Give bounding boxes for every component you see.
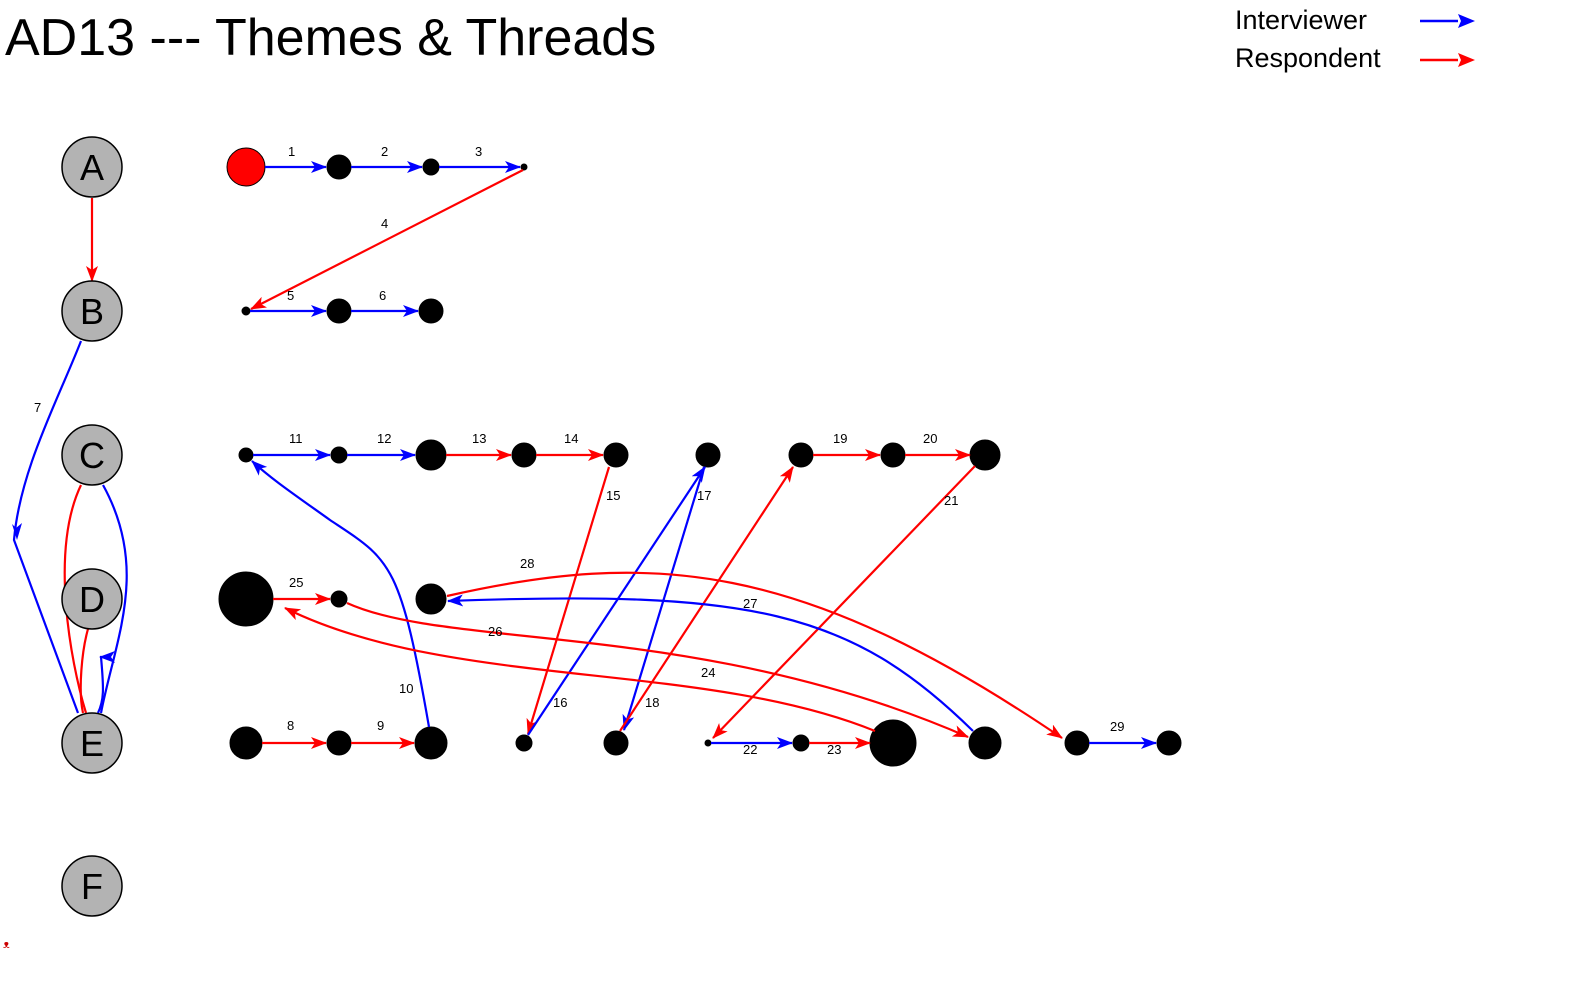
thread-edge-label-4: 4: [381, 216, 388, 231]
thread-edge-label-19: 19: [833, 431, 847, 446]
thread-edge-17: [622, 466, 706, 731]
theme-node-a: [61, 136, 123, 198]
thread-node: [415, 583, 447, 615]
theme-node-e: [61, 712, 123, 774]
thread-node: [869, 719, 917, 767]
theme-label-d: D: [79, 579, 105, 620]
thread-start-node: [226, 147, 266, 187]
thread-edge-15: [526, 466, 611, 735]
thread-node: [515, 734, 533, 752]
thread-node: [1064, 730, 1090, 756]
thread-edge-label-5: 5: [287, 288, 294, 303]
theme-edge-e-d-interviewer: [97, 651, 115, 714]
legend-arrows: [1420, 14, 1475, 67]
thread-edge-26: [346, 601, 969, 739]
thread-edge-label-28: 28: [520, 556, 534, 571]
theme-label-e: E: [80, 723, 104, 764]
thread-node: [520, 163, 528, 171]
thread-edge-16: [527, 466, 706, 736]
thread-node: [238, 447, 254, 463]
theme-edge-e-d-respondent: [79, 628, 90, 714]
thread-edge-label-23: 23: [827, 742, 841, 757]
legend-label-respondent: Respondent: [1235, 43, 1381, 73]
legend-label-interviewer: Interviewer: [1235, 5, 1368, 35]
thread-edge-label-26: 26: [488, 624, 502, 639]
page-title: AD13 --- Themes & Threads: [5, 9, 657, 67]
thread-node: [969, 439, 1001, 471]
theme-node-d: [61, 568, 123, 630]
thread-edge-label-10: 10: [399, 681, 413, 696]
thread-node: [511, 442, 537, 468]
thread-edge-label-6: 6: [379, 288, 386, 303]
theme-edge-b-e-interviewer: [12, 340, 83, 714]
theme-label-c: C: [79, 435, 105, 476]
thread-node: [414, 726, 448, 760]
legend-arrowhead-respondent: [1458, 53, 1475, 67]
thread-edge-18: [619, 466, 794, 732]
thread-edge-label-11: 11: [289, 431, 303, 446]
thread-edge-label-2: 2: [381, 144, 388, 159]
thread-node: [326, 730, 352, 756]
thread-node: [788, 442, 814, 468]
thread-edge-label-14: 14: [564, 431, 578, 446]
thread-edge-label-27: 27: [743, 596, 757, 611]
thread-edge-label-29: 29: [1110, 719, 1124, 734]
thread-node: [326, 298, 352, 324]
corner-mark-icon: ᴥ: [3, 938, 10, 951]
thread-edge-10: [251, 460, 431, 728]
thread-edge-label-15: 15: [606, 488, 620, 503]
thread-node: [704, 739, 712, 747]
thread-edge-24: [284, 607, 876, 733]
thread-edge-label-21: 21: [944, 493, 958, 508]
thread-edge-label-13: 13: [472, 431, 486, 446]
thread-edge-21: [712, 465, 976, 739]
theme-label-a: A: [80, 147, 104, 188]
thread-node: [422, 158, 440, 176]
theme-edge-e-c-interviewer: [99, 484, 128, 714]
theme-edge-b-e-arrowhead: [12, 523, 22, 540]
thread-node: [330, 590, 348, 608]
thread-node: [218, 571, 274, 627]
thread-edge-label-18: 18: [645, 695, 659, 710]
thread-edge-28: [446, 571, 1063, 739]
theme-edge-label-7: 7: [34, 400, 41, 415]
thread-node: [968, 726, 1002, 760]
thread-node: [695, 442, 721, 468]
thread-node: [603, 442, 629, 468]
thread-node: [603, 730, 629, 756]
thread-node: [880, 442, 906, 468]
thread-edge-label-12: 12: [377, 431, 391, 446]
theme-node-f: [61, 855, 123, 917]
legend-arrowhead-interviewer: [1458, 14, 1475, 28]
thread-edge-4: [250, 169, 524, 310]
thread-node: [418, 298, 444, 324]
theme-node-c: [61, 424, 123, 486]
thread-node: [415, 439, 447, 471]
thread-edge-label-1: 1: [288, 144, 295, 159]
thread-edge-label-9: 9: [377, 718, 384, 733]
thread-edge-label-25: 25: [289, 575, 303, 590]
thread-edge-27: [447, 594, 974, 732]
thread-edge-label-16: 16: [553, 695, 567, 710]
thread-node: [330, 446, 348, 464]
theme-label-f: F: [81, 866, 103, 907]
thread-node: [1156, 730, 1182, 756]
thread-edge-label-20: 20: [923, 431, 937, 446]
thread-node: [792, 734, 810, 752]
legend: Interviewer Respondent: [1232, 3, 1492, 83]
thread-edge-label-24: 24: [701, 665, 715, 680]
thread-node: [229, 726, 263, 760]
thread-node: [326, 154, 352, 180]
thread-edge-label-8: 8: [287, 718, 294, 733]
thread-edge-label-22: 22: [743, 742, 757, 757]
thread-edge-label-17: 17: [697, 488, 711, 503]
thread-edge-label-3: 3: [475, 144, 482, 159]
theme-node-b: [61, 280, 123, 342]
thread-node: [241, 306, 251, 316]
theme-label-b: B: [80, 291, 104, 332]
